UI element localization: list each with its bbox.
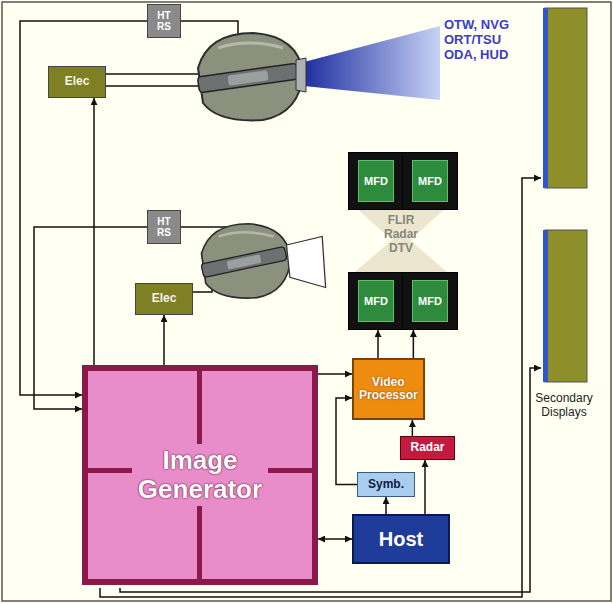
signal-arrow	[163, 315, 165, 365]
sensor-box: HT RS	[147, 4, 181, 38]
display-label: Secondary Displays	[518, 392, 610, 420]
node-text: Host	[379, 528, 423, 550]
signal-arrow	[413, 330, 415, 358]
sensor-box: HT RS	[147, 210, 181, 244]
signal-arrow	[412, 420, 414, 436]
sensor-list: FLIR Radar DTV	[375, 214, 427, 255]
helmet	[197, 33, 306, 120]
node-text: MFD	[412, 280, 448, 322]
display-box: MFD	[348, 272, 404, 330]
node-text: MFD	[358, 280, 394, 322]
signal-arrow	[385, 497, 387, 514]
projection-beam	[304, 26, 440, 100]
display-box: MFD	[402, 152, 458, 210]
display-ground	[355, 207, 447, 272]
signal-arrow	[93, 98, 95, 365]
symbology-box: Symb.	[357, 472, 415, 497]
radar-box: Radar	[400, 436, 455, 460]
display-box: MFD	[348, 152, 404, 210]
node-text: Elec	[65, 75, 90, 88]
signal-arrow	[424, 460, 426, 514]
node-text: MFD	[412, 160, 448, 202]
signal-arrow	[318, 538, 352, 540]
node-text: HT RS	[157, 216, 171, 238]
signal-arrow	[20, 21, 147, 395]
display-box: MFD	[402, 272, 458, 330]
processor-box: Video Processor	[352, 358, 425, 420]
generator-box: Image Generator	[82, 365, 318, 585]
node-text: MFD	[358, 160, 394, 202]
signal-arrow	[318, 373, 352, 375]
node-text: Elec	[152, 292, 177, 305]
node-text: Video Processor	[359, 376, 418, 402]
node-text: Symb.	[368, 478, 404, 491]
host-box: Host	[352, 514, 450, 564]
helmet	[201, 224, 326, 298]
electronics-box: Elec	[135, 283, 193, 315]
output-list: OTW, NVG ORT/TSU ODA, HUD	[444, 18, 518, 63]
node-text: Radar	[410, 441, 444, 454]
node-text: HT RS	[157, 10, 171, 32]
electronics-box: Elec	[48, 66, 106, 98]
signal-arrow	[377, 330, 379, 358]
node-text: Image Generator	[132, 444, 268, 505]
secondary-display	[543, 8, 587, 382]
